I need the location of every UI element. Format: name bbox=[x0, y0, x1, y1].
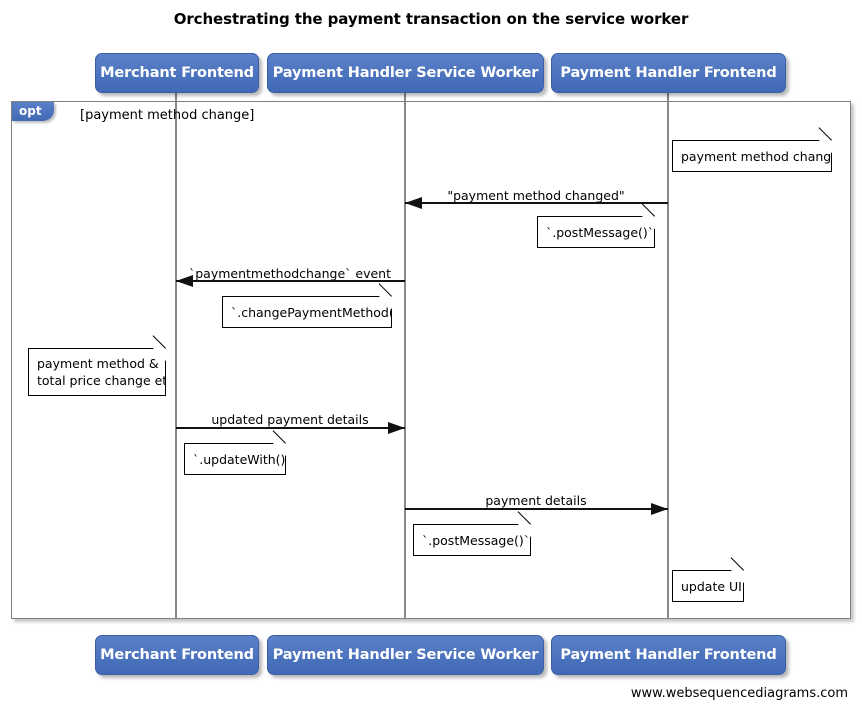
actor-label: Merchant Frontend bbox=[100, 647, 254, 663]
message-label-payment-method-changed: "payment method changed" bbox=[447, 188, 625, 203]
message-arrowhead-paymentmethodchange-event bbox=[176, 275, 193, 287]
note-body: `.updateWith()` bbox=[184, 443, 286, 475]
note-price-change: payment method & total price change etc bbox=[28, 335, 166, 396]
note-payment-method-changed: payment method changed bbox=[672, 127, 832, 172]
actor-payment-handler-frontend-top[interactable]: Payment Handler Frontend bbox=[551, 53, 786, 93]
message-line-updated-payment-details bbox=[176, 427, 405, 429]
note-body: `.postMessage()` bbox=[413, 524, 531, 556]
actor-merchant-frontend-bottom[interactable]: Merchant Frontend bbox=[95, 635, 259, 675]
actor-payment-handler-service-worker-top[interactable]: Payment Handler Service Worker bbox=[267, 53, 544, 93]
actor-label: Payment Handler Frontend bbox=[560, 65, 777, 81]
fragment-opt: opt bbox=[11, 101, 851, 619]
message-line-paymentmethodchange-event bbox=[176, 280, 405, 282]
message-arrowhead-payment-method-changed bbox=[405, 197, 422, 209]
note-change-payment-method: `.changePaymentMethod()` bbox=[222, 283, 392, 328]
footer-attribution: www.websequencediagrams.com bbox=[630, 686, 848, 701]
fragment-opt-guard: [payment method change] bbox=[80, 108, 255, 123]
actor-label: Payment Handler Frontend bbox=[560, 647, 777, 663]
message-line-payment-method-changed bbox=[405, 202, 668, 204]
message-line-payment-details bbox=[405, 508, 668, 510]
actor-label: Merchant Frontend bbox=[100, 65, 254, 81]
note-post-message-1: `.postMessage()` bbox=[537, 203, 655, 248]
actor-label: Payment Handler Service Worker bbox=[272, 647, 539, 663]
message-label-paymentmethodchange-event: `paymentmethodchange` event bbox=[188, 266, 392, 281]
note-update-with: `.updateWith()` bbox=[184, 430, 286, 475]
note-update-ui: update UI bbox=[672, 557, 744, 602]
actor-payment-handler-service-worker-bottom[interactable]: Payment Handler Service Worker bbox=[267, 635, 544, 675]
page-title: Orchestrating the payment transaction on… bbox=[173, 10, 689, 28]
note-body: `.changePaymentMethod()` bbox=[222, 296, 392, 328]
message-label-updated-payment-details: updated payment details bbox=[211, 412, 369, 427]
message-label-payment-details: payment details bbox=[485, 493, 587, 508]
lifeline-merchant-frontend bbox=[175, 91, 177, 619]
actor-merchant-frontend-top[interactable]: Merchant Frontend bbox=[95, 53, 259, 93]
fragment-opt-tag: opt bbox=[12, 102, 54, 121]
note-body: `.postMessage()` bbox=[537, 216, 655, 248]
actor-payment-handler-frontend-bottom[interactable]: Payment Handler Frontend bbox=[551, 635, 786, 675]
message-arrowhead-payment-details bbox=[651, 503, 668, 515]
note-body: update UI bbox=[672, 570, 744, 602]
note-body: payment method & total price change etc bbox=[28, 348, 166, 396]
note-post-message-2: `.postMessage()` bbox=[413, 511, 531, 556]
actor-label: Payment Handler Service Worker bbox=[272, 65, 539, 81]
message-arrowhead-updated-payment-details bbox=[388, 422, 405, 434]
note-body: payment method changed bbox=[672, 140, 832, 172]
lifeline-payment-handler-frontend bbox=[667, 91, 669, 619]
lifeline-payment-handler-service-worker bbox=[404, 91, 406, 619]
